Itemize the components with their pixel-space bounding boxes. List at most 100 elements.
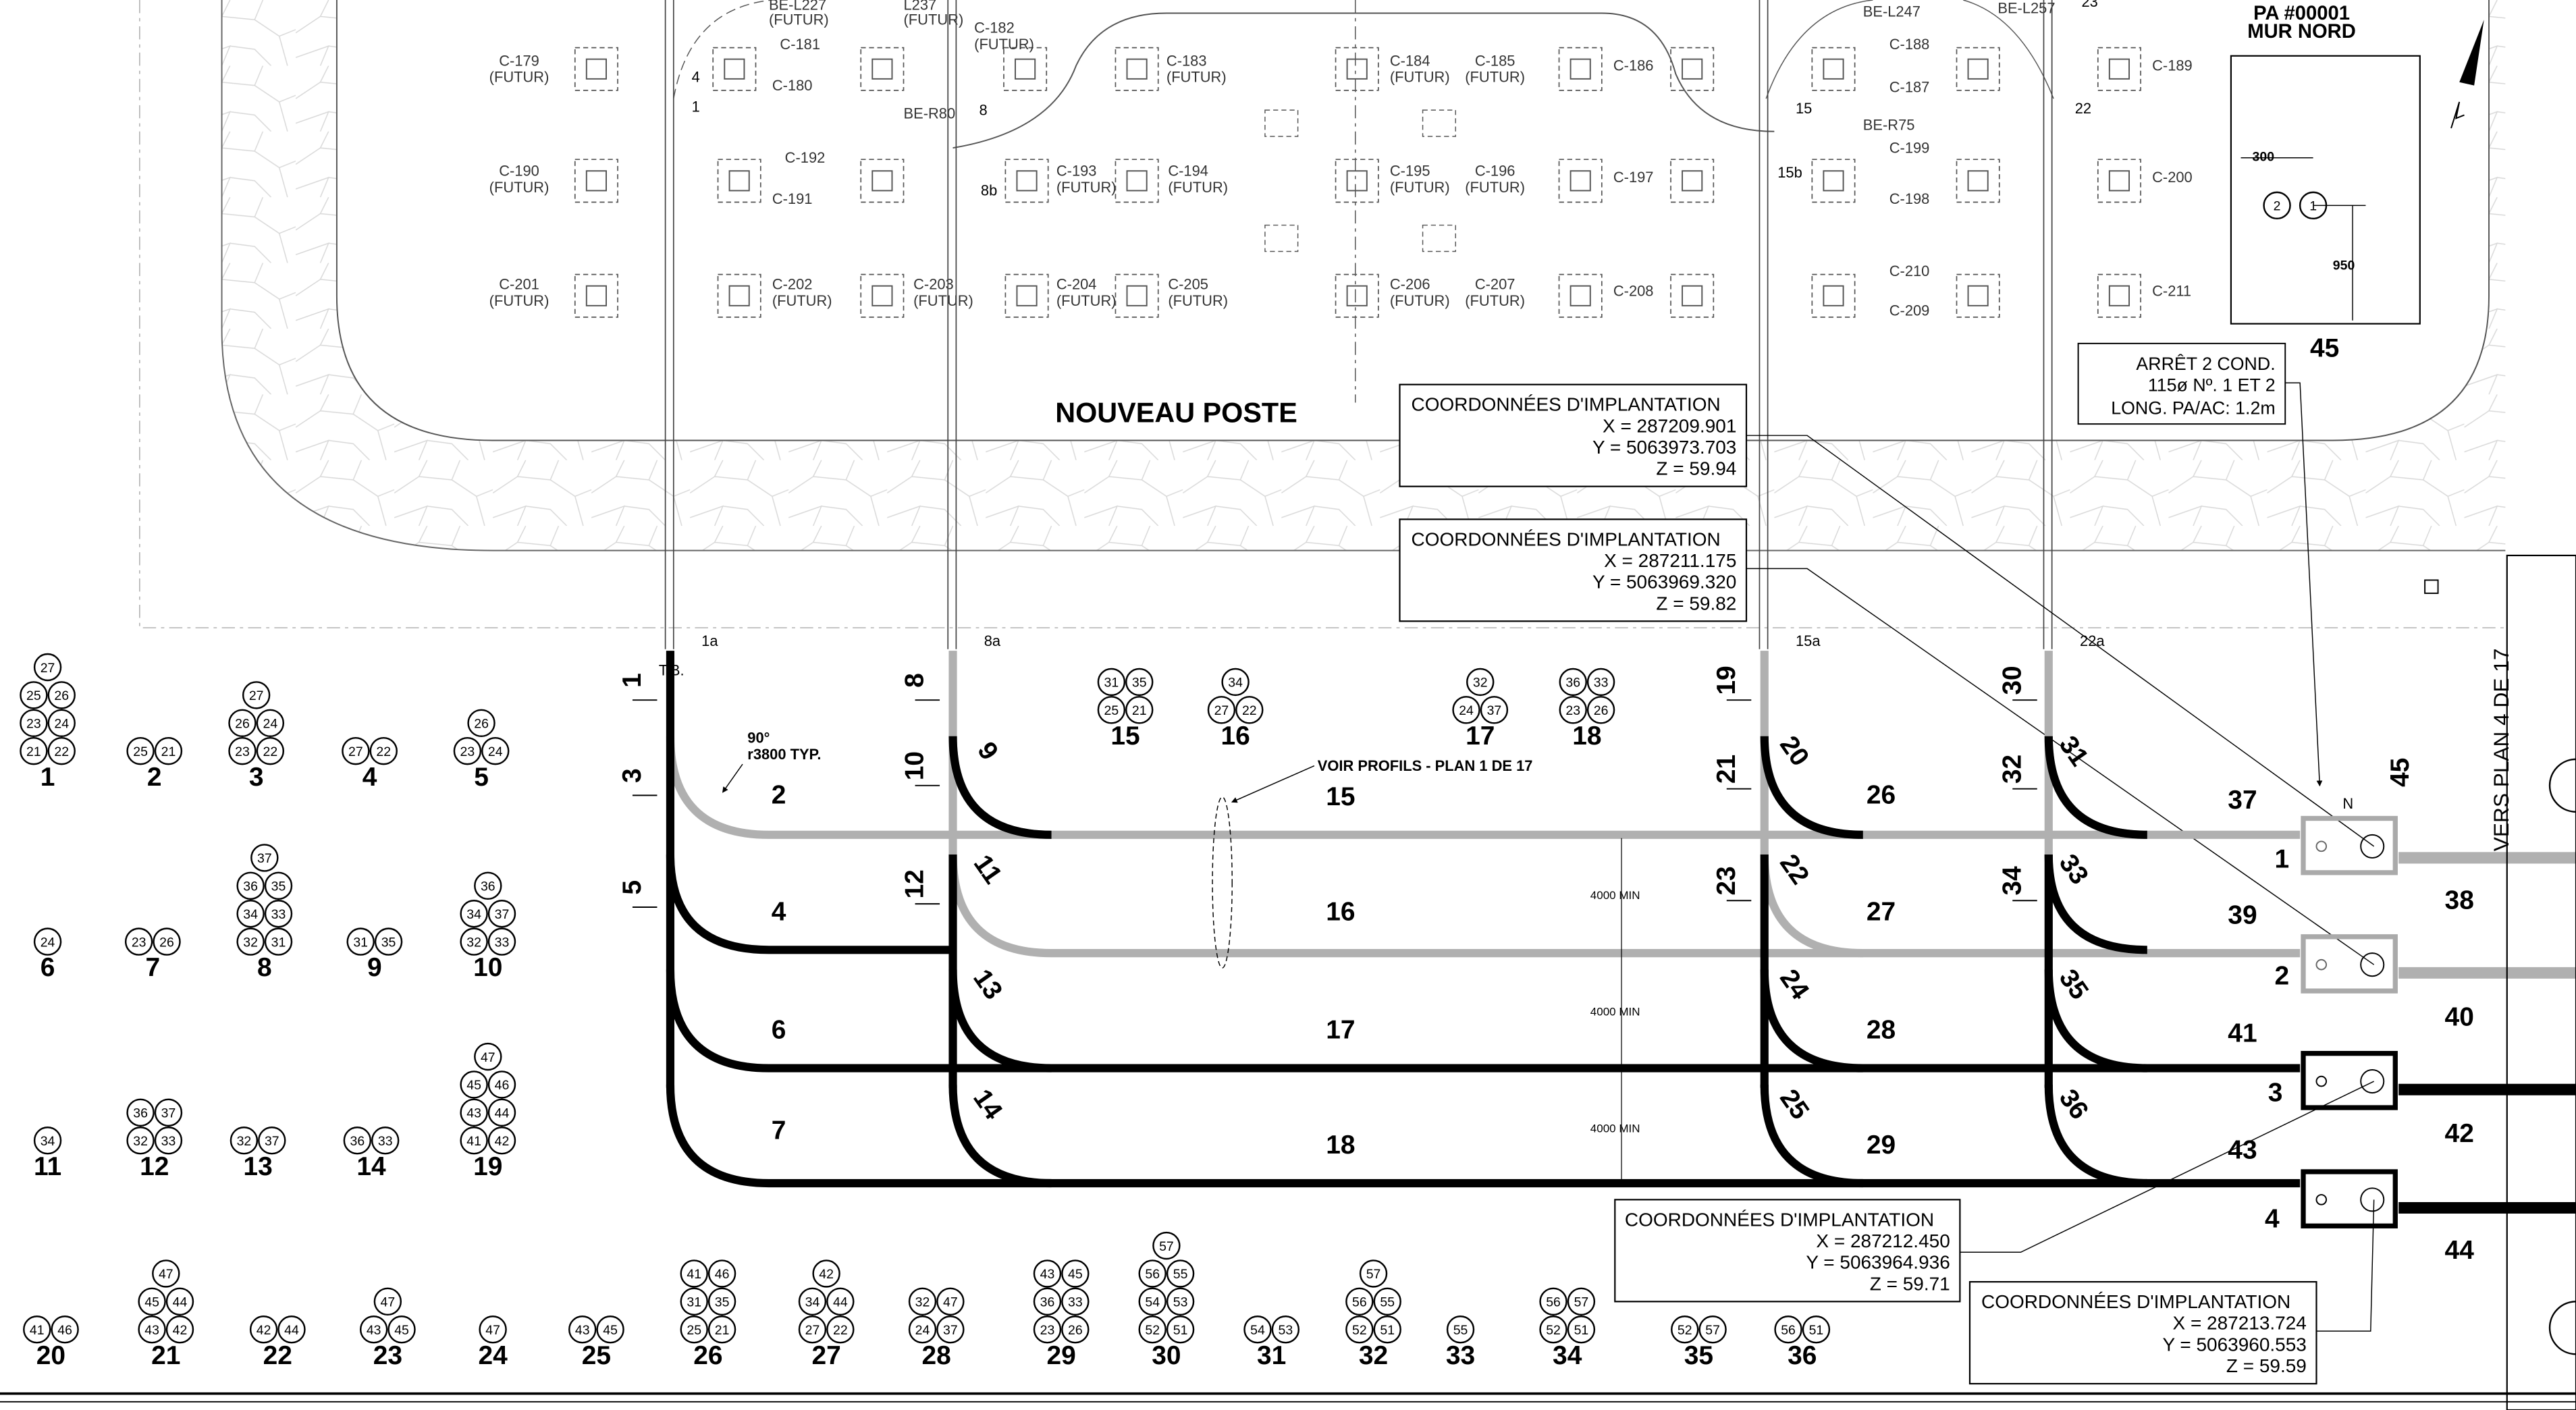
conduit-circle bbox=[277, 1316, 306, 1344]
section-number: 33 bbox=[2054, 849, 2094, 890]
foundation-small bbox=[1264, 224, 1299, 252]
foundation-label: C-206(FUTUR) bbox=[1390, 276, 1450, 309]
conduit-number: 47 bbox=[381, 1295, 396, 1310]
conduit-circle bbox=[479, 1316, 507, 1344]
bundle-label: 31 bbox=[1257, 1341, 1286, 1370]
conduit-circle bbox=[154, 736, 183, 765]
svg-text:Y = 5063960.553: Y = 5063960.553 bbox=[2162, 1334, 2306, 1355]
foundation-label: C-196(FUTUR) bbox=[1465, 163, 1525, 196]
bundle-label: 21 bbox=[151, 1341, 180, 1370]
conduit-number: 22 bbox=[1242, 703, 1257, 718]
conduit-circle bbox=[47, 681, 76, 709]
conduit-number: 46 bbox=[715, 1267, 730, 1282]
section-number: 27 bbox=[1867, 897, 1896, 926]
coord-box-4: COORDONNÉES D'IMPLANTATION X = 287213.72… bbox=[1968, 1199, 2375, 1385]
conduit-number: 34 bbox=[1228, 676, 1243, 690]
conduit-circle bbox=[487, 900, 516, 928]
section-number: 42 bbox=[2445, 1119, 2474, 1148]
conduit-number: 36 bbox=[350, 1134, 365, 1149]
conduit-circle bbox=[908, 1287, 937, 1316]
conduit-number: 37 bbox=[495, 907, 510, 922]
conduit-circle bbox=[138, 1287, 166, 1316]
svg-text:4000 MIN: 4000 MIN bbox=[1590, 1006, 1640, 1019]
conduit-number: 47 bbox=[159, 1267, 173, 1282]
conduit-number: 32 bbox=[237, 1134, 252, 1149]
section-number: 18 bbox=[1326, 1131, 1355, 1160]
conduit-circle bbox=[1567, 1316, 1596, 1344]
conduit-number: 42 bbox=[257, 1323, 271, 1338]
conduit-circle bbox=[1802, 1316, 1831, 1344]
conduit-circle bbox=[1125, 696, 1154, 724]
svg-text:Z = 59.82: Z = 59.82 bbox=[1656, 593, 1736, 614]
bundle-label: 16 bbox=[1220, 722, 1250, 751]
foundation-label: C-208 bbox=[1613, 282, 1654, 299]
conduit-circle bbox=[33, 927, 62, 956]
svg-text:X = 287211.175: X = 287211.175 bbox=[1604, 550, 1736, 571]
conduit-circle bbox=[346, 927, 375, 956]
conduit-number: 35 bbox=[271, 879, 286, 894]
conduit-circle bbox=[812, 1259, 840, 1288]
svg-text:1: 1 bbox=[2309, 199, 2317, 214]
conduit-circle bbox=[1138, 1259, 1166, 1288]
ref-tag: 1 bbox=[692, 99, 700, 115]
pa-label: PA #00001 bbox=[2253, 3, 2350, 24]
conduit-circle bbox=[596, 1316, 624, 1344]
duct-bank-number: 3 bbox=[2268, 1078, 2283, 1107]
section-number: 41 bbox=[2228, 1019, 2257, 1048]
conduit-number: 36 bbox=[1040, 1295, 1055, 1310]
bend-note-2: r3800 TYP. bbox=[747, 746, 821, 763]
section-number: 25 bbox=[1774, 1084, 1815, 1124]
line-number: 30 bbox=[1997, 666, 2027, 695]
conduit-number: 55 bbox=[1380, 1295, 1395, 1310]
foundation: C-189 bbox=[2097, 47, 2193, 91]
svg-text:ARRÊT 2 COND.: ARRÊT 2 COND. bbox=[2136, 353, 2275, 374]
conduit-circle bbox=[1539, 1287, 1567, 1316]
ref-tag: 8 bbox=[979, 101, 987, 118]
conduit-number: 26 bbox=[474, 717, 489, 732]
conduit-circle bbox=[826, 1287, 855, 1316]
bend-note: 90° bbox=[747, 729, 770, 746]
conduit-circle bbox=[1345, 1287, 1374, 1316]
bundle-label: 4 bbox=[363, 763, 377, 792]
conduit-circle bbox=[242, 681, 271, 709]
conduit-number: 53 bbox=[1279, 1323, 1293, 1338]
conduit-circle bbox=[1559, 668, 1587, 697]
conduit-number: 57 bbox=[1705, 1323, 1720, 1338]
bundle-label: 24 bbox=[478, 1341, 508, 1370]
conduit-circle bbox=[228, 709, 257, 737]
foundation: C-188 bbox=[1889, 36, 2000, 91]
svg-text:Z = 59.59: Z = 59.59 bbox=[2226, 1355, 2307, 1376]
voir-profils-note: VOIR PROFILS - PLAN 1 DE 17 bbox=[1318, 757, 1533, 774]
conduit-number: 32 bbox=[1473, 676, 1488, 690]
bundle-label: 28 bbox=[922, 1341, 951, 1370]
conduit-circle bbox=[568, 1316, 597, 1344]
foundation-label: C-188 bbox=[1889, 36, 1930, 53]
conduit-circle bbox=[1061, 1259, 1090, 1288]
section-number: 40 bbox=[2445, 1002, 2474, 1031]
conduit-number: 42 bbox=[495, 1134, 510, 1149]
section-number: 2 bbox=[772, 781, 786, 810]
foundation: C-192 bbox=[785, 149, 905, 203]
section-number: 26 bbox=[1867, 781, 1896, 810]
conduit-number: 52 bbox=[1546, 1323, 1561, 1338]
conduit-circle bbox=[1138, 1287, 1166, 1316]
bundle-label: 3 bbox=[249, 763, 264, 792]
conduit-number: 31 bbox=[687, 1295, 701, 1310]
foundation: C-204(FUTUR) bbox=[1004, 273, 1117, 318]
bundle-label: 5 bbox=[474, 763, 489, 792]
conduit-number: 51 bbox=[1380, 1323, 1395, 1338]
conduit-circle bbox=[1097, 696, 1126, 724]
conduit-number: 23 bbox=[26, 717, 41, 732]
mur-nord-label: MUR NORD bbox=[2247, 21, 2356, 43]
svg-text:Y = 5063964.936: Y = 5063964.936 bbox=[1806, 1252, 1950, 1273]
bundle-label: 30 bbox=[1152, 1341, 1181, 1370]
foundation-grid: C-179(FUTUR)C-180C-181C-182(FUTUR)C-183(… bbox=[489, 20, 2193, 319]
bundle-label: 15 bbox=[1110, 722, 1139, 751]
north-wall-block: PA #00001 MUR NORD 2 1 300 950 45 bbox=[2230, 3, 2484, 362]
